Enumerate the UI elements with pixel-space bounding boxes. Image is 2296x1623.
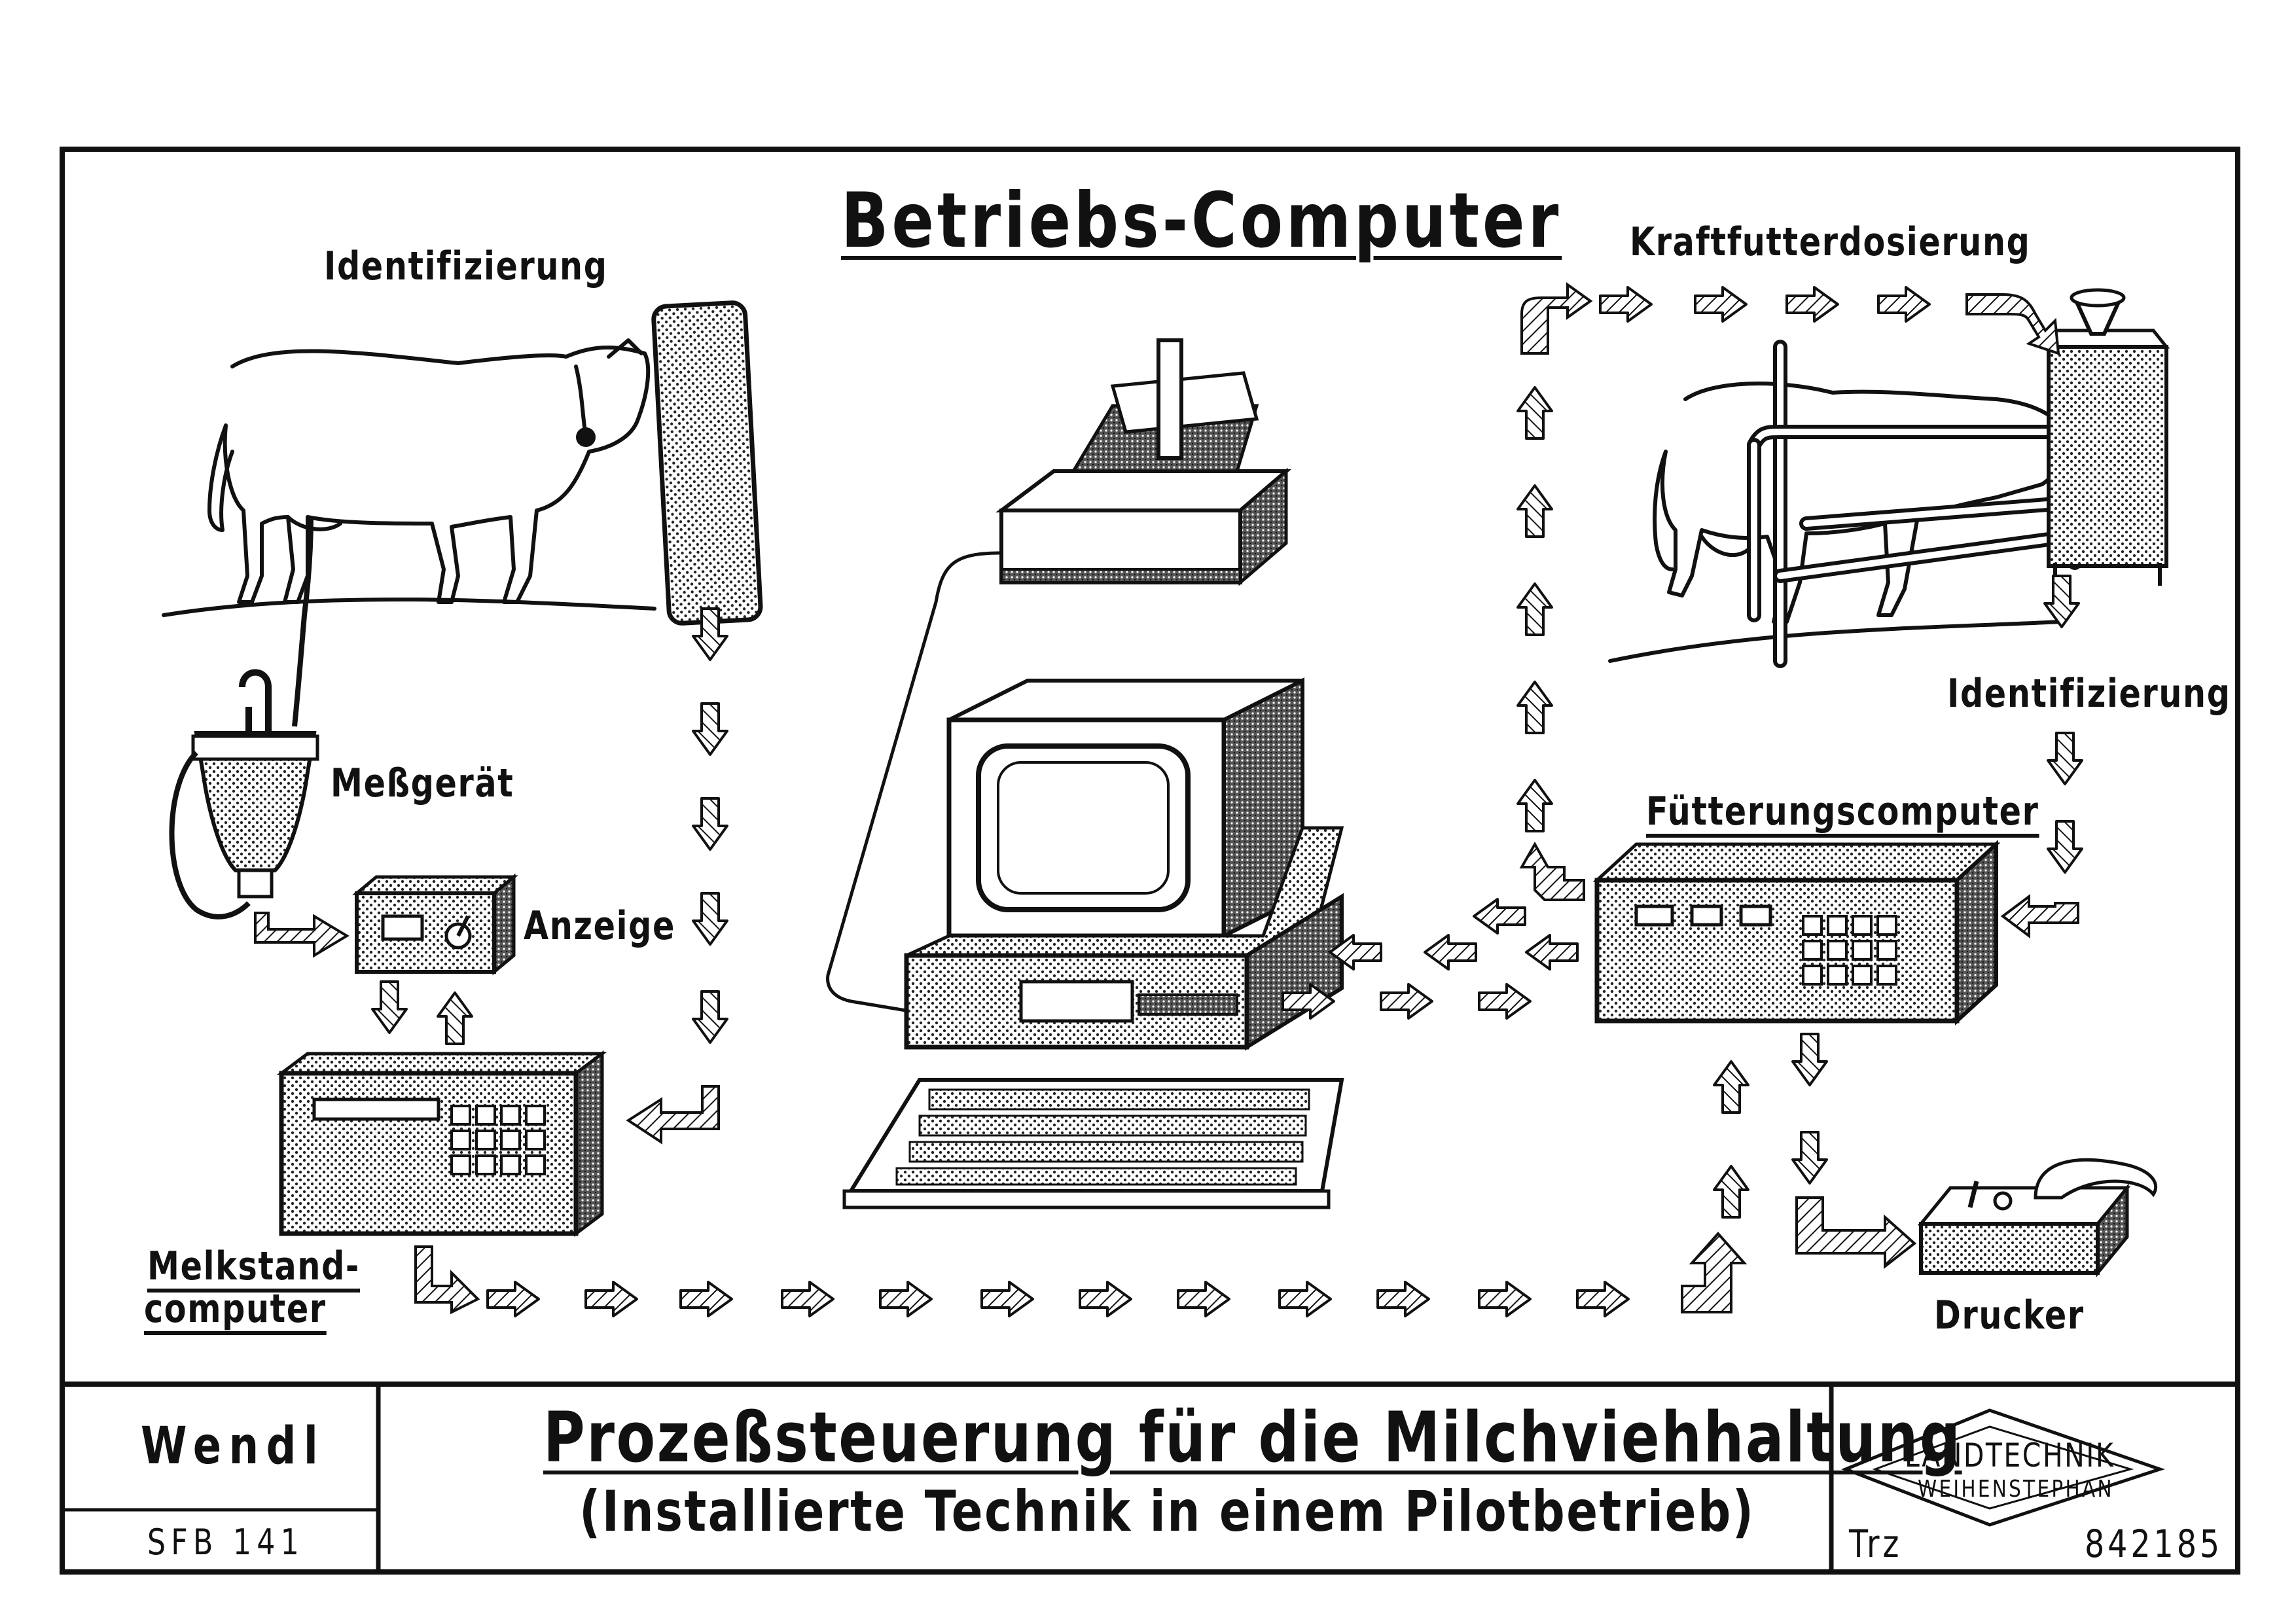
flow-arrows-antenna-to-parlor	[626, 607, 728, 1145]
label-display: Anzeige	[524, 903, 676, 949]
footer-title: Prozeßsteuerung für die Milchviehhaltung	[543, 1397, 1962, 1478]
display-unit	[352, 873, 518, 976]
label-feeding-computer: Fütterungscomputer	[1646, 789, 2039, 834]
footer-project: SFB 141	[147, 1522, 304, 1563]
flow-arrows-display-parlor	[371, 980, 473, 1045]
logo-line2: WEIHENSTEPHAN	[1918, 1476, 2114, 1503]
sheet-frame	[60, 147, 2240, 1575]
footer-drawing-code: Trz	[1849, 1522, 1903, 1566]
label-printer: Drucker	[1934, 1293, 2085, 1338]
milk-meter	[169, 669, 319, 919]
label-identification-left: Identifizierung	[324, 243, 608, 289]
footer-subtitle: (Installierte Technik in einem Pilotbetr…	[579, 1479, 1755, 1544]
diagram-title: Betriebs-Computer	[841, 177, 1562, 265]
feed-printer	[1917, 1158, 2158, 1278]
flow-arrows-feeding-to-feeder	[1516, 282, 2060, 901]
feeding-station-frame	[1747, 340, 2089, 668]
footer-drawing-number: 842185	[2085, 1522, 2223, 1566]
concentrate-feeder	[2032, 288, 2170, 586]
feeding-computer	[1592, 840, 2001, 1026]
label-parlor-computer-1: Melkstand-	[147, 1243, 360, 1289]
cow-left-illustration	[162, 338, 656, 617]
milk-tube	[292, 516, 314, 727]
flow-arrows-parlor-to-feeding	[414, 1060, 1749, 1317]
printer-cable	[826, 551, 1002, 1013]
label-concentrate-dosing: Kraftfutterdosierung	[1630, 219, 2031, 265]
flow-arrow-meter-display	[254, 912, 350, 958]
label-parlor-computer-2: computer	[144, 1286, 327, 1332]
flow-arrows-id-to-feeding	[2000, 575, 2083, 938]
footer-author: Wendl	[141, 1417, 326, 1476]
central-printer	[996, 338, 1292, 586]
label-identification-right: Identifizierung	[1947, 671, 2231, 717]
label-measuring-device: Meßgerät	[331, 760, 514, 806]
logo-line1: LANDTECHNIK	[1905, 1436, 2115, 1474]
flow-arrows-feeding-to-printer	[1791, 1033, 1917, 1270]
milking-parlor-computer	[276, 1050, 607, 1237]
landtechnik-logo	[1841, 1408, 2165, 1527]
central-computer	[842, 677, 1344, 1209]
id-antenna-left	[651, 300, 763, 626]
